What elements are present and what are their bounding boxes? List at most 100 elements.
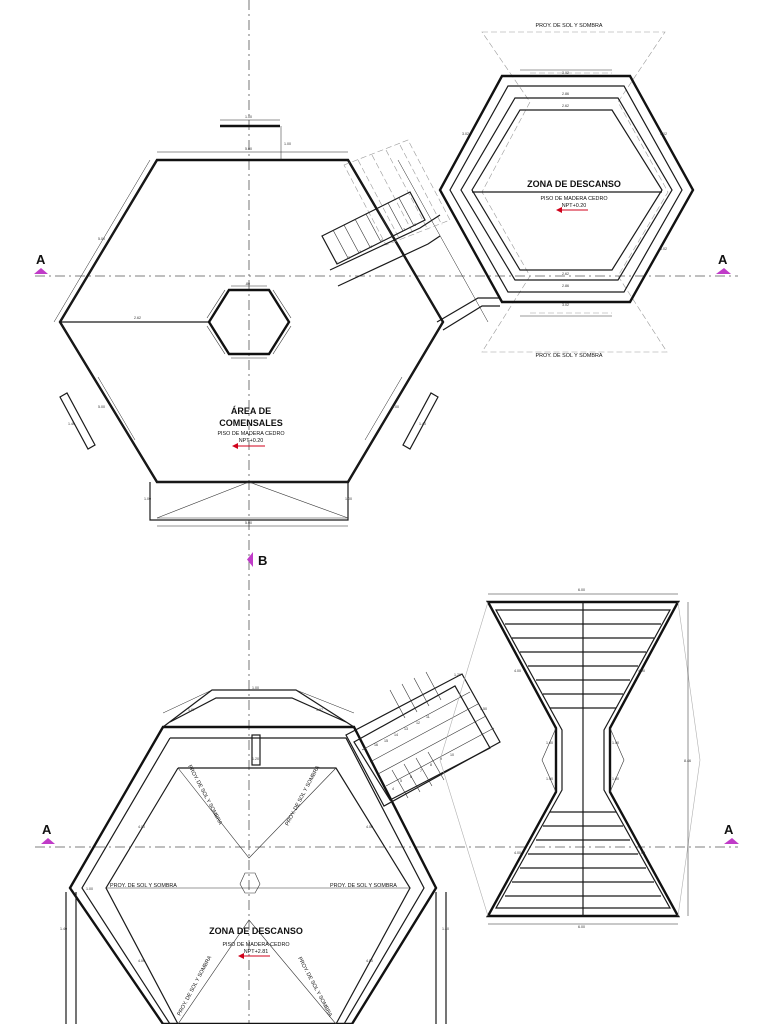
- svg-text:11: 11: [426, 715, 430, 719]
- dim-label: 5.00: [392, 405, 399, 409]
- dining-center-small-hexagon: .80: [206, 282, 292, 359]
- dim-label: 4.00: [138, 959, 145, 963]
- shade-projection-label: PROY. DE SOL Y SOMBRA: [284, 765, 321, 827]
- svg-text:15: 15: [384, 739, 388, 743]
- dim-label: 1.40: [60, 927, 67, 931]
- svg-text:12: 12: [416, 721, 420, 725]
- svg-text:7: 7: [403, 228, 405, 232]
- dim-label: 6.00: [578, 588, 585, 592]
- dim-label: 4.00: [366, 825, 373, 829]
- dim-label: 8.46: [684, 759, 691, 763]
- rest-zone-title: ZONA DE DESCANSO: [527, 179, 621, 189]
- svg-text:10: 10: [450, 753, 454, 757]
- svg-text:6: 6: [392, 234, 394, 238]
- dim-label: 3.02: [660, 247, 667, 251]
- dim-label: 5.00: [98, 405, 105, 409]
- dim-label: 1.00: [284, 142, 291, 146]
- dim-label: 4.00: [514, 851, 521, 855]
- svg-text:PISO DE MADERA CEDRO: PISO DE MADERA CEDRO: [222, 942, 289, 948]
- dim-label: 5.00: [245, 147, 252, 151]
- svg-text:A: A: [724, 822, 734, 837]
- dim-label: 1.00: [345, 497, 352, 501]
- dim-label: 2.86: [562, 284, 569, 288]
- dim-label: 4.00: [366, 959, 373, 963]
- dim-label: 3.02: [462, 132, 469, 136]
- dim-label: 1.40: [442, 927, 449, 931]
- dim-label: 6.00: [578, 925, 585, 929]
- dim-label: 1.00: [546, 741, 553, 745]
- svg-text:16: 16: [374, 743, 378, 747]
- shade-projection-label: PROY. DE SOL Y SOMBRA: [296, 956, 333, 1018]
- svg-text:NPT+0.20: NPT+0.20: [562, 203, 586, 209]
- section-marker-a-right-bottom: A: [724, 822, 739, 844]
- svg-text:6: 6: [410, 775, 412, 779]
- dim-label: 4.00: [514, 669, 521, 673]
- svg-text:NPT+0.20: NPT+0.20: [239, 438, 263, 444]
- dim-label: 3.02: [562, 303, 569, 307]
- svg-text:4: 4: [392, 787, 394, 791]
- axis-lines: [35, 0, 738, 1024]
- rest-zone-title: ZONA DE DESCANSO: [209, 926, 303, 936]
- svg-text:PISO DE MADERA CEDRO: PISO DE MADERA CEDRO: [217, 431, 284, 437]
- dim-label: 1.00: [546, 777, 553, 781]
- svg-text:1: 1: [336, 261, 338, 265]
- dim-label: 1.00: [612, 777, 619, 781]
- svg-text:ÁREA DE: ÁREA DE: [231, 406, 271, 416]
- dim-label: 5.00: [245, 521, 252, 525]
- dim-label: 1.00: [86, 887, 93, 891]
- dim-label: 1.00: [612, 741, 619, 745]
- stair-step-numbers: 4 5 6 7 8 9 10 11 12 13 14 15 16: [374, 715, 454, 791]
- shade-projection-label: PROY. DE SOL Y SOMBRA: [330, 883, 397, 889]
- section-marker-a-left-top: A: [34, 252, 48, 274]
- dim-label: .80: [245, 282, 250, 286]
- dining-area-hexagon: 5.00 1.00 1.00 2.62 5.00 1.40 1.40 5.00 …: [53, 115, 489, 527]
- dim-label: 5.00: [98, 237, 105, 241]
- rest-zone-top: 3.02 2.86 2.62 2.62 2.86 3.02 3.02 3.02 …: [438, 23, 695, 359]
- dim-label: 3.02: [660, 132, 667, 136]
- section-marker-a-left-bottom: A: [41, 822, 55, 844]
- svg-text:COMENSALES: COMENSALES: [219, 418, 283, 428]
- svg-text:A: A: [718, 252, 728, 267]
- rest-zone-bottom-hexagon: 1.97 1.97 1.00 1.20 1.40 1.40 1.00 4.00 …: [60, 686, 449, 1024]
- svg-text:9: 9: [440, 757, 442, 761]
- dim-label: 1.00: [252, 686, 259, 690]
- stair-step-numbers: 1 2 3 4 5 6 7 8: [336, 223, 416, 265]
- shade-projection-label: PROY. DE SOL Y SOMBRA: [186, 764, 223, 826]
- dim-label: 4.00: [638, 851, 645, 855]
- shade-projection-label: PROY. DE SOL Y SOMBRA: [536, 23, 603, 29]
- svg-text:B: B: [258, 553, 267, 568]
- section-marker-a-right-top: A: [716, 252, 731, 274]
- top-stair: 1 2 3 4 5 6 7 8: [321, 139, 500, 331]
- dim-label: 2.62: [134, 316, 141, 320]
- dim-label: 1.97: [316, 708, 323, 712]
- dim-label: 4.00: [638, 669, 645, 673]
- svg-text:4: 4: [370, 245, 372, 249]
- svg-text:5: 5: [400, 779, 402, 783]
- dim-label: 3.50: [480, 707, 487, 711]
- dim-label: 2.62: [562, 104, 569, 108]
- dim-label: 2.86: [562, 92, 569, 96]
- shade-projection-label: PROY. DE SOL Y SOMBRA: [536, 353, 603, 359]
- dim-label: 2.62: [562, 272, 569, 276]
- dim-label: 4.00: [138, 825, 145, 829]
- hourglass-roof-structure: 6.00 6.00 8.46 4.00 4.00 4.00 4.00 1.00 …: [439, 588, 701, 929]
- svg-text:A: A: [36, 252, 46, 267]
- svg-text:A: A: [42, 822, 52, 837]
- dining-area-label: ÁREA DE COMENSALES PISO DE MADERA CEDRO …: [217, 406, 285, 449]
- svg-text:8: 8: [414, 223, 416, 227]
- svg-text:NPT+2.81: NPT+2.81: [244, 949, 268, 955]
- shade-projection-label: PROY. DE SOL Y SOMBRA: [176, 955, 213, 1017]
- dim-label: 1.40: [68, 422, 75, 426]
- svg-text:PISO DE MADERA CEDRO: PISO DE MADERA CEDRO: [540, 196, 607, 202]
- bottom-stair: 4 5 6 7 8 9 10 11 12 13 14 15 16 3.50 1.…: [345, 671, 501, 807]
- section-marker-b: B: [247, 552, 267, 568]
- dim-label: 1.20: [252, 757, 259, 761]
- svg-text:3: 3: [359, 250, 361, 254]
- dim-label: 1.40: [419, 422, 426, 426]
- svg-text:2: 2: [348, 256, 350, 260]
- svg-text:8: 8: [430, 763, 432, 767]
- svg-text:7: 7: [420, 769, 422, 773]
- svg-text:14: 14: [394, 733, 398, 737]
- dim-label: 1.97: [188, 708, 195, 712]
